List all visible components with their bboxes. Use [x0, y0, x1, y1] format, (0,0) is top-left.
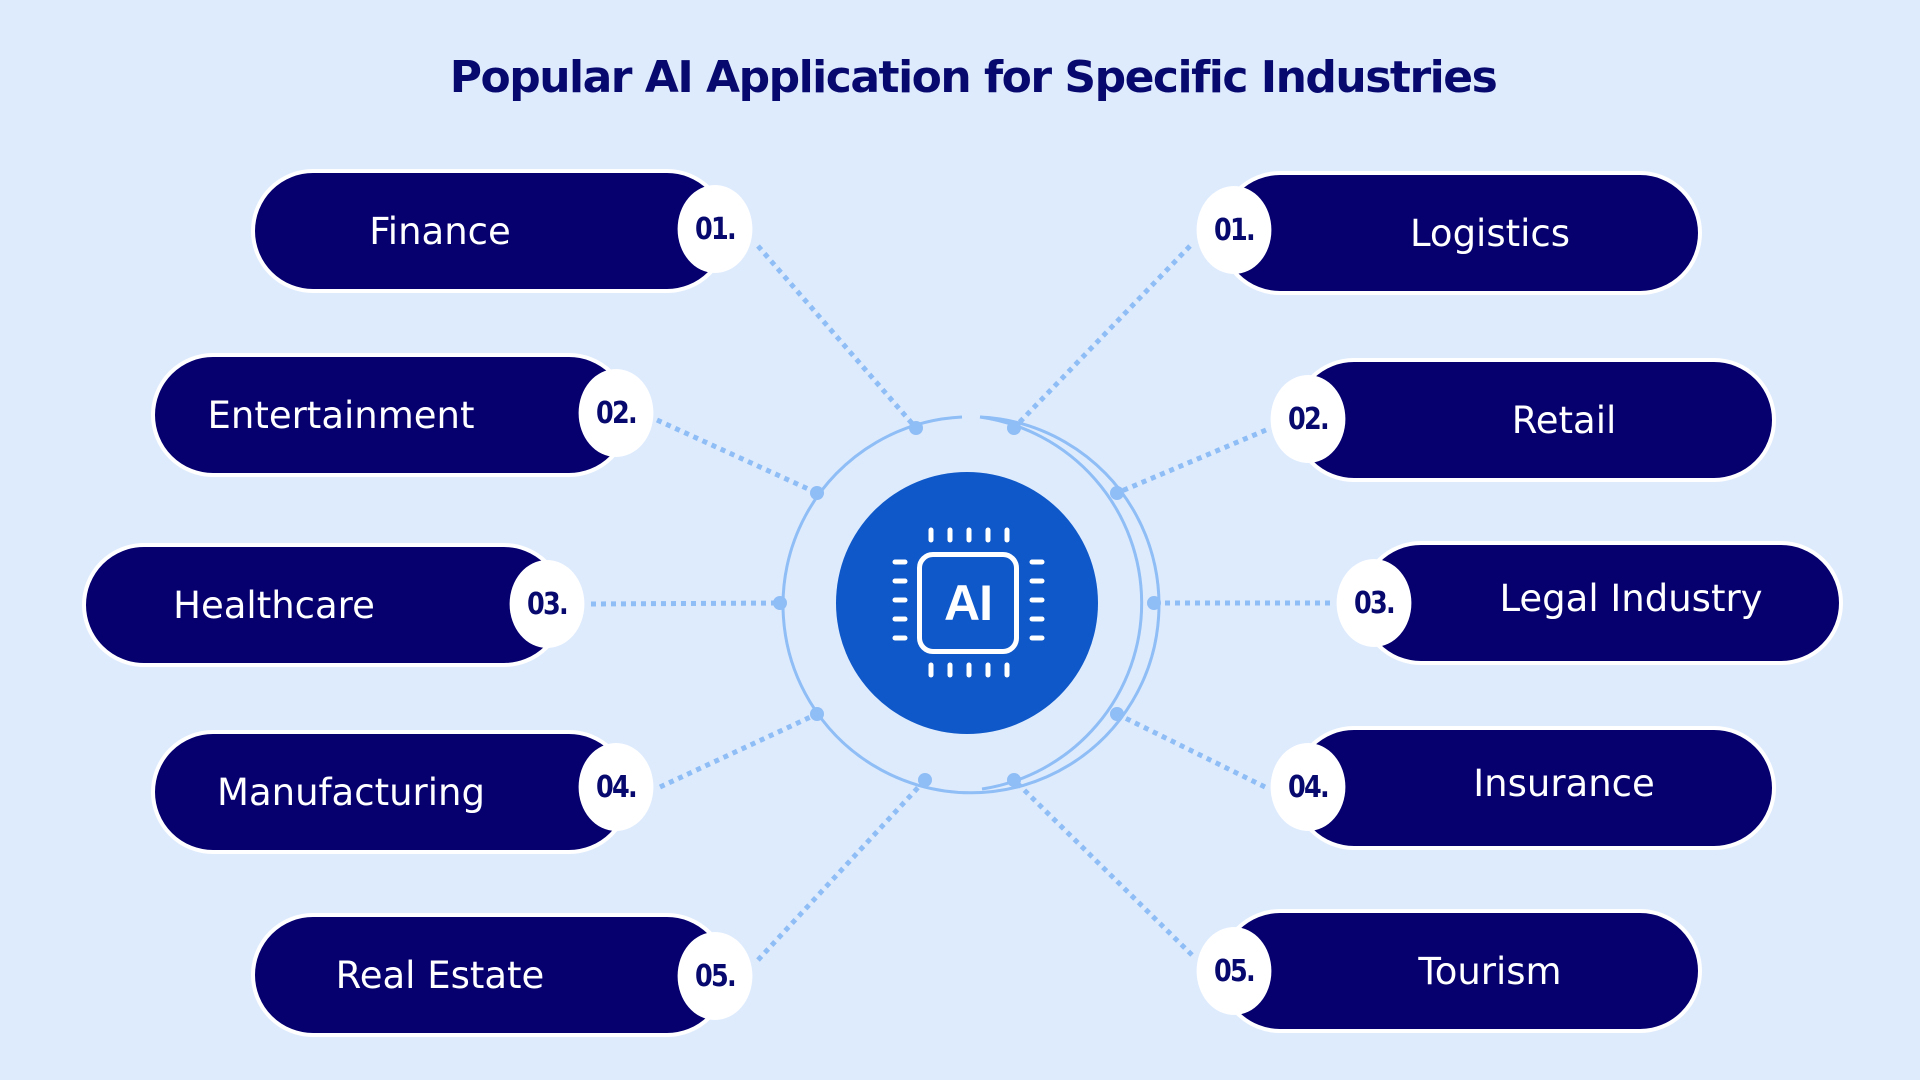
ai-label: AI — [944, 575, 993, 631]
dotted-connectors — [590, 244, 1330, 962]
number-badge: 04. — [1270, 743, 1346, 831]
number-badge: 02. — [578, 369, 654, 457]
industry-pill-healthcare: Healthcare — [82, 543, 566, 667]
ai-core-circle — [836, 472, 1098, 734]
industry-pill-tourism: Tourism — [1218, 909, 1702, 1033]
industry-pill-retail: Retail — [1292, 358, 1776, 482]
industry-label: Manufacturing — [217, 770, 485, 814]
number-badge: 04. — [578, 743, 654, 831]
industry-label: Real Estate — [335, 953, 545, 997]
industry-label: Healthcare — [173, 583, 375, 627]
outer-ring — [781, 415, 1161, 795]
industry-label: Legal Industry — [1499, 576, 1763, 620]
number-badge: 01. — [1196, 186, 1272, 274]
industry-label: Finance — [369, 209, 511, 253]
number-badge: 03. — [1336, 559, 1412, 647]
number-badge: 02. — [1270, 375, 1346, 463]
industry-label: Retail — [1511, 398, 1617, 442]
number-badge: 03. — [509, 560, 585, 648]
page-title: Popular AI Application for Specific Indu… — [449, 52, 1498, 103]
industry-pill-logistics: Logistics — [1218, 171, 1702, 295]
industry-pill-finance: Finance — [251, 169, 729, 293]
industry-label: Insurance — [1473, 761, 1655, 805]
industry-label: Logistics — [1409, 211, 1571, 255]
ai-chip-icon: AI — [917, 552, 1019, 654]
industry-pill-legal-industry: Legal Industry — [1359, 541, 1843, 665]
number-badge: 01. — [677, 185, 753, 273]
number-badge: 05. — [1196, 927, 1272, 1015]
industry-label: Entertainment — [207, 393, 475, 437]
industry-label: Tourism — [1418, 949, 1562, 993]
chip-pins-icon — [892, 527, 1045, 678]
number-badge: 05. — [677, 932, 753, 1020]
industry-pill-real-estate: Real Estate — [251, 913, 729, 1037]
industry-pill-insurance: Insurance — [1292, 726, 1776, 850]
industry-pill-entertainment: Entertainment — [151, 353, 631, 477]
ring-nodes — [773, 421, 1161, 787]
industry-pill-manufacturing: Manufacturing — [151, 730, 631, 854]
